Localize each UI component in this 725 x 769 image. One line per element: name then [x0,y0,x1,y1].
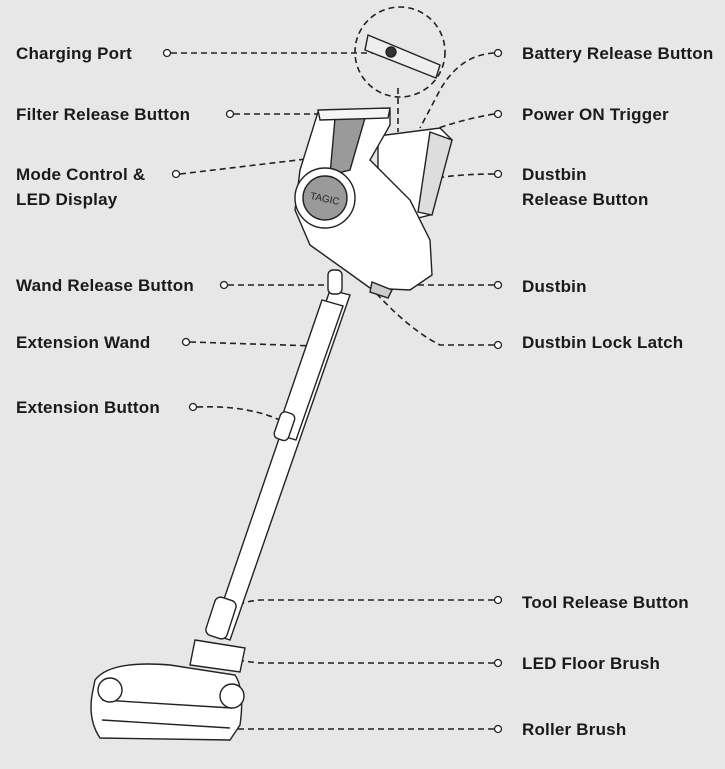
label-line: LED Display [16,190,118,209]
label-extension-wand: Extension Wand [16,333,151,352]
label-line: Dustbin [522,165,587,184]
label-roller-brush: Roller Brush [522,720,627,739]
label-power-on-trigger: Power ON Trigger [522,105,669,124]
vacuum-body: TAGIC [90,34,453,741]
label-charging-port: Charging Port [16,44,132,63]
label-wand-release-button: Wand Release Button [16,276,194,295]
label-dustbin: Dustbin [522,277,587,296]
label-line: Mode Control & [16,165,146,184]
label-dustbin-lock-latch: Dustbin Lock Latch [522,333,684,352]
label-mode-control: Mode Control & LED Display [16,162,145,212]
leader-dots [162,48,503,734]
label-battery-release-button: Battery Release Button [522,44,714,63]
label-led-floor-brush: LED Floor Brush [522,654,661,673]
label-extension-button: Extension Button [16,398,160,417]
label-filter-release-button: Filter Release Button [16,105,191,124]
label-line: Release Button [522,190,649,209]
label-tool-release-button: Tool Release Button [522,593,689,612]
